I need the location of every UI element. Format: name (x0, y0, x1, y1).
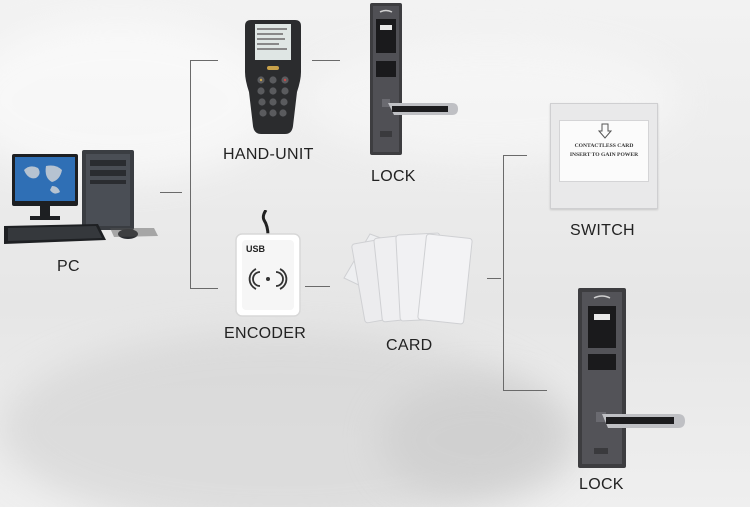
switch-label: SWITCH (570, 222, 635, 240)
connector-encoder-card (305, 286, 330, 287)
hand-unit-label: HAND-UNIT (223, 146, 314, 164)
connector-card (487, 278, 501, 279)
hand-unit-icon (243, 16, 303, 138)
encoder-icon: USB (232, 210, 304, 318)
encoder-usb-badge: USB (246, 244, 266, 254)
connector-pc (160, 192, 182, 193)
pc-icon (2, 146, 162, 250)
switch-card-slot: CONTACTLESS CARD INSERT TO GAIN POWER (559, 120, 649, 182)
lock-top-label: LOCK (371, 168, 416, 186)
arrow-down-icon (598, 123, 612, 139)
connector-to-switch (503, 155, 527, 156)
connector-left-vertical (190, 60, 191, 288)
switch-icon: CONTACTLESS CARD INSERT TO GAIN POWER (550, 103, 658, 209)
lock-bottom-icon (576, 288, 686, 468)
switch-text-line1: CONTACTLESS CARD (562, 143, 646, 149)
switch-text-line2: INSERT TO GAIN POWER (562, 152, 646, 158)
lock-top-icon (368, 3, 460, 155)
encoder-label: ENCODER (224, 325, 306, 343)
pc-label: PC (57, 258, 80, 276)
connector-right-vertical (503, 155, 504, 391)
connector-to-bottom-lock (503, 390, 547, 391)
connector-hand-unit-lock (312, 60, 340, 61)
card-label: CARD (386, 337, 433, 355)
card-stack-icon (340, 222, 488, 328)
background-restaurant-shadow (380, 380, 580, 500)
connector-to-hand-unit (190, 60, 218, 61)
connector-to-encoder (190, 288, 218, 289)
lock-bottom-label: LOCK (579, 476, 624, 494)
